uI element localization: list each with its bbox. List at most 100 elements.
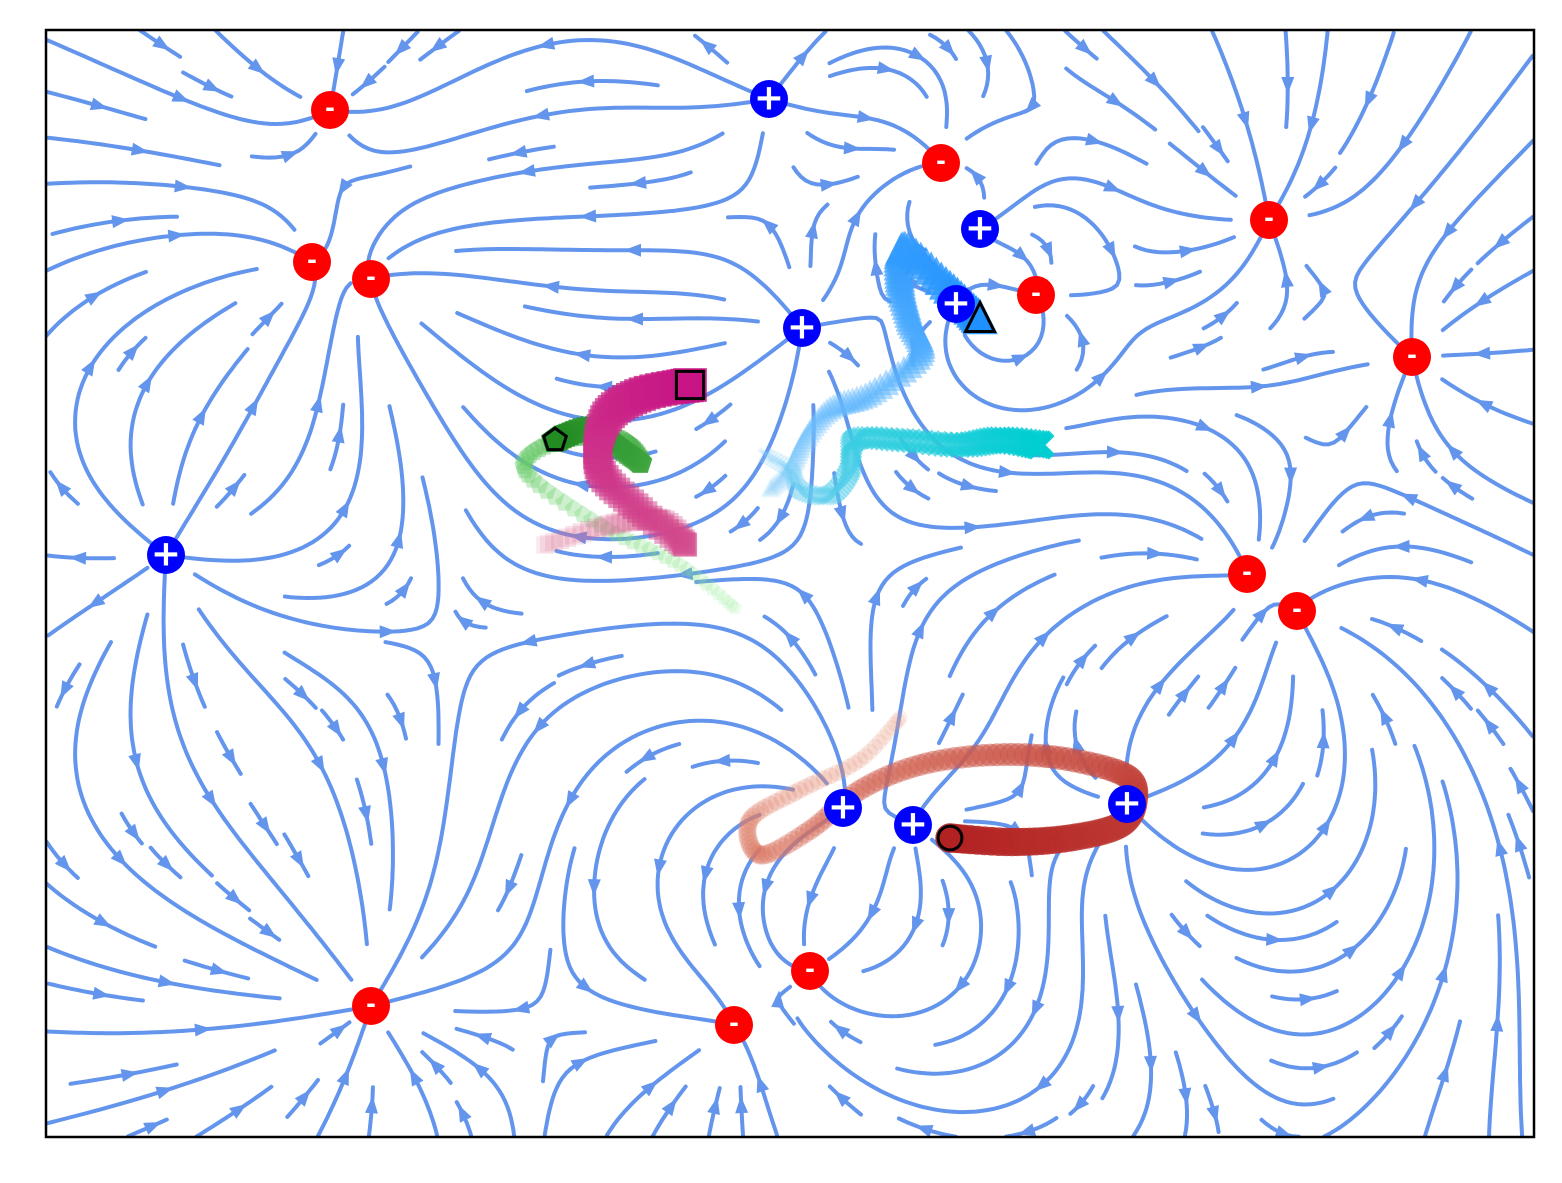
field-arrowhead xyxy=(128,752,141,771)
field-arrowhead xyxy=(137,375,153,394)
cross-trajectory-point xyxy=(784,467,803,485)
field-line-55 xyxy=(1322,779,1460,1137)
field-arrowhead xyxy=(1382,410,1395,429)
charge-sign: + xyxy=(898,804,928,845)
triangle-trajectory-point xyxy=(812,400,836,425)
field-arrowhead xyxy=(429,36,448,53)
field-arrowhead xyxy=(640,1080,659,1097)
field-line-124 xyxy=(868,545,963,712)
field-arrowhead xyxy=(338,178,353,196)
field-arrowhead xyxy=(578,209,597,223)
square-trajectory-point xyxy=(671,532,696,556)
field-line-28 xyxy=(1302,481,1534,558)
triangle-trajectory-point xyxy=(765,474,785,494)
circle-trajectory-point xyxy=(861,743,878,760)
triangle-trajectory-point xyxy=(769,470,789,490)
triangle-trajectory-point xyxy=(848,384,874,410)
field-arrowhead xyxy=(1473,346,1491,360)
field-arrowhead xyxy=(908,46,926,61)
negative-charge-17: - xyxy=(791,952,829,990)
field-arrowhead xyxy=(509,144,528,158)
field-arrowhead xyxy=(331,425,345,444)
pentagon-trajectory-point xyxy=(555,493,574,511)
pentagon-trajectory-point xyxy=(685,565,702,581)
field-arrowhead xyxy=(698,480,717,496)
pentagon-trajectory-point xyxy=(664,552,682,568)
field-arrowhead xyxy=(1490,1014,1504,1032)
field-arrowhead xyxy=(458,1104,472,1123)
field-arrowhead xyxy=(358,805,371,824)
field-arrowhead xyxy=(906,580,924,597)
charge-circle xyxy=(1017,276,1055,314)
charges: -+-+----++-+--+++--- xyxy=(147,78,1431,1044)
circle-trajectory-point xyxy=(883,720,900,736)
field-arrowhead xyxy=(1274,1125,1293,1137)
field-arrowhead xyxy=(1106,445,1124,459)
cross-trajectory-point xyxy=(804,485,824,505)
circle-trajectory-point xyxy=(856,747,874,765)
triangle-trajectory-point xyxy=(793,426,817,449)
field-arrowhead xyxy=(359,72,378,89)
field-arrowhead xyxy=(93,913,112,928)
pentagon-trajectory-point xyxy=(524,441,544,460)
charge-sign: - xyxy=(729,1009,739,1037)
charge-circle xyxy=(352,987,390,1025)
negative-charge-13: - xyxy=(1278,592,1316,630)
field-arrowhead xyxy=(577,74,595,88)
charge-sign: - xyxy=(307,246,317,274)
charge-sign: + xyxy=(1112,783,1142,824)
triangle-trajectory-point xyxy=(818,395,842,420)
field-arrowhead xyxy=(280,150,299,164)
field-arrowhead xyxy=(1213,309,1231,326)
cross-trajectory-point xyxy=(784,465,802,483)
square-trajectory-point xyxy=(668,529,693,554)
field-arrowhead xyxy=(1176,922,1194,940)
field-arrowhead xyxy=(942,708,957,727)
field-arrowhead xyxy=(332,57,346,76)
field-arrowhead xyxy=(1341,944,1360,960)
square-trajectory-point xyxy=(572,523,592,543)
triangle-trajectory-point xyxy=(804,410,828,434)
circle-trajectory-point xyxy=(884,762,906,784)
circle-trajectory-point xyxy=(746,804,766,823)
charge-circle xyxy=(1278,592,1316,630)
field-arrowhead xyxy=(81,358,96,377)
square-trajectory-point xyxy=(557,528,577,547)
field-arrowhead xyxy=(911,621,925,640)
field-line-150 xyxy=(461,576,524,616)
square-trajectory-point xyxy=(664,526,689,552)
charge-circle xyxy=(961,210,999,248)
triangle-trajectory-end xyxy=(963,299,997,334)
field-arrowhead xyxy=(834,1090,851,1108)
field-arrowhead xyxy=(707,1096,720,1115)
field-arrowhead xyxy=(1209,138,1225,157)
pentagon-trajectory-point xyxy=(704,580,721,596)
pentagon-trajectory-point xyxy=(515,460,535,479)
field-line-136 xyxy=(542,1039,658,1137)
charge-sign: - xyxy=(1407,341,1417,369)
charge-sign: - xyxy=(1292,595,1302,623)
field-arrowhead xyxy=(1307,115,1320,134)
field-arrowhead xyxy=(152,35,171,51)
circle-trajectory-point xyxy=(783,830,804,851)
field-arrowhead xyxy=(783,630,801,648)
cross-trajectory-point xyxy=(785,471,804,490)
field-line-45 xyxy=(1043,675,1100,799)
charge-sign: - xyxy=(366,990,376,1018)
field-arrowhead xyxy=(942,907,956,926)
positive-charge-11: + xyxy=(147,534,185,575)
field-arrowhead xyxy=(110,849,127,867)
field-line-59 xyxy=(1124,844,1336,1107)
circle-trajectory-point xyxy=(797,778,815,796)
field-line-79 xyxy=(726,215,792,270)
circle-trajectory-end xyxy=(936,824,964,852)
field-arrowhead xyxy=(517,163,536,177)
charge-circle xyxy=(1250,201,1288,239)
field-arrowhead xyxy=(575,977,594,993)
charge-sign: - xyxy=(936,147,946,175)
charge-circle xyxy=(922,144,960,182)
field-arrowhead xyxy=(735,1096,749,1114)
circle-trajectory-point xyxy=(803,775,821,793)
field-arrowhead xyxy=(474,596,493,612)
field-arrowhead xyxy=(1299,993,1317,1007)
